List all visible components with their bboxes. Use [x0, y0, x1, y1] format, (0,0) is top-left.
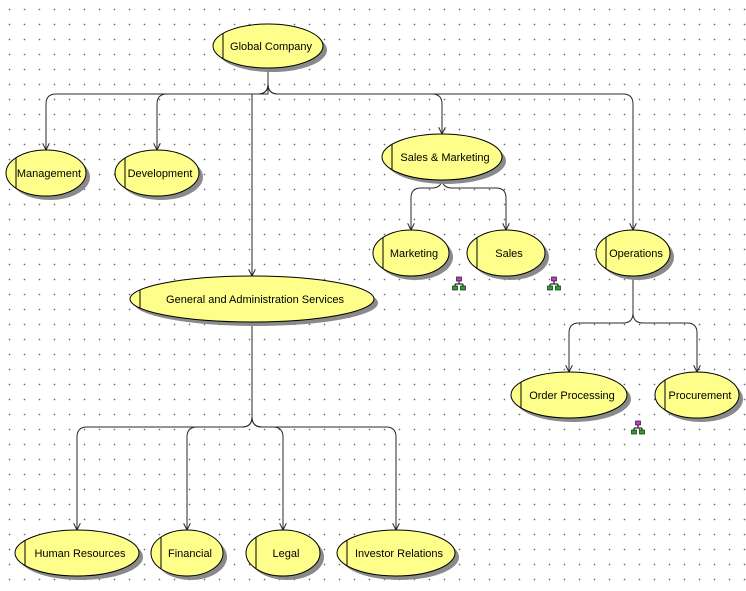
node-label: Global Company [230, 41, 312, 53]
node-label: Legal [273, 548, 300, 560]
node-label: Sales & Marketing [400, 152, 489, 164]
node-marketing[interactable]: Marketing [372, 229, 453, 280]
edge-global-to-general_admin [252, 68, 269, 276]
subdiagram-icon[interactable] [631, 420, 645, 435]
node-global[interactable]: Global Company [212, 23, 327, 72]
subdiagram-icon[interactable] [547, 276, 561, 291]
node-investor_relations[interactable]: Investor Relations [336, 529, 459, 580]
edge-general_admin-to-human_resources [77, 322, 253, 530]
node-ellipse [510, 371, 628, 419]
edge-operations-to-procurement [632, 276, 697, 372]
node-ellipse [466, 229, 546, 277]
node-procurement[interactable]: Procurement [654, 371, 743, 422]
node-label: Procurement [669, 390, 732, 402]
node-order_processing[interactable]: Order Processing [510, 371, 631, 422]
node-ellipse [150, 529, 224, 577]
node-sales_marketing[interactable]: Sales & Marketing [381, 133, 506, 184]
node-legal[interactable]: Legal [245, 529, 324, 580]
node-management[interactable]: Management [5, 149, 90, 200]
node-label: Development [128, 168, 193, 180]
node-label: Sales [495, 248, 523, 260]
node-development[interactable]: Development [114, 149, 203, 200]
edge-general_admin-to-investor_relations [251, 322, 396, 530]
node-sales[interactable]: Sales [466, 229, 549, 280]
node-operations[interactable]: Operations [595, 229, 674, 280]
node-ellipse [14, 529, 140, 577]
node-ellipse [654, 371, 740, 419]
node-human_resources[interactable]: Human Resources [14, 529, 143, 580]
edge-sales_marketing-to-sales [441, 177, 506, 230]
node-label: Human Resources [34, 548, 126, 560]
node-ellipse [595, 229, 671, 277]
edge-global-to-sales_marketing [267, 68, 442, 134]
node-ellipse [336, 529, 456, 577]
node-financial[interactable]: Financial [150, 529, 227, 580]
node-ellipse [212, 23, 324, 69]
node-general_admin[interactable]: General and Administration Services [129, 275, 378, 326]
node-label: Investor Relations [355, 548, 444, 560]
node-label: Marketing [390, 248, 438, 260]
node-ellipse [372, 229, 450, 277]
edge-sales_marketing-to-marketing [411, 177, 443, 230]
subdiagram-icon-layer [452, 276, 645, 435]
edge-general_admin-to-financial [187, 322, 253, 530]
subdiagram-icon[interactable] [452, 276, 466, 291]
node-label: Financial [168, 548, 212, 560]
node-ellipse [5, 149, 87, 197]
edge-global-to-operations [267, 68, 633, 230]
node-ellipse [381, 133, 503, 181]
edge-global-to-development [157, 68, 269, 150]
node-ellipse [114, 149, 200, 197]
node-label: Management [17, 168, 81, 180]
node-ellipse [129, 275, 375, 323]
node-label: General and Administration Services [166, 294, 344, 306]
node-label: Order Processing [529, 390, 615, 402]
edge-operations-to-order_processing [569, 276, 634, 372]
node-ellipse [245, 529, 321, 577]
node-label: Operations [609, 248, 663, 260]
